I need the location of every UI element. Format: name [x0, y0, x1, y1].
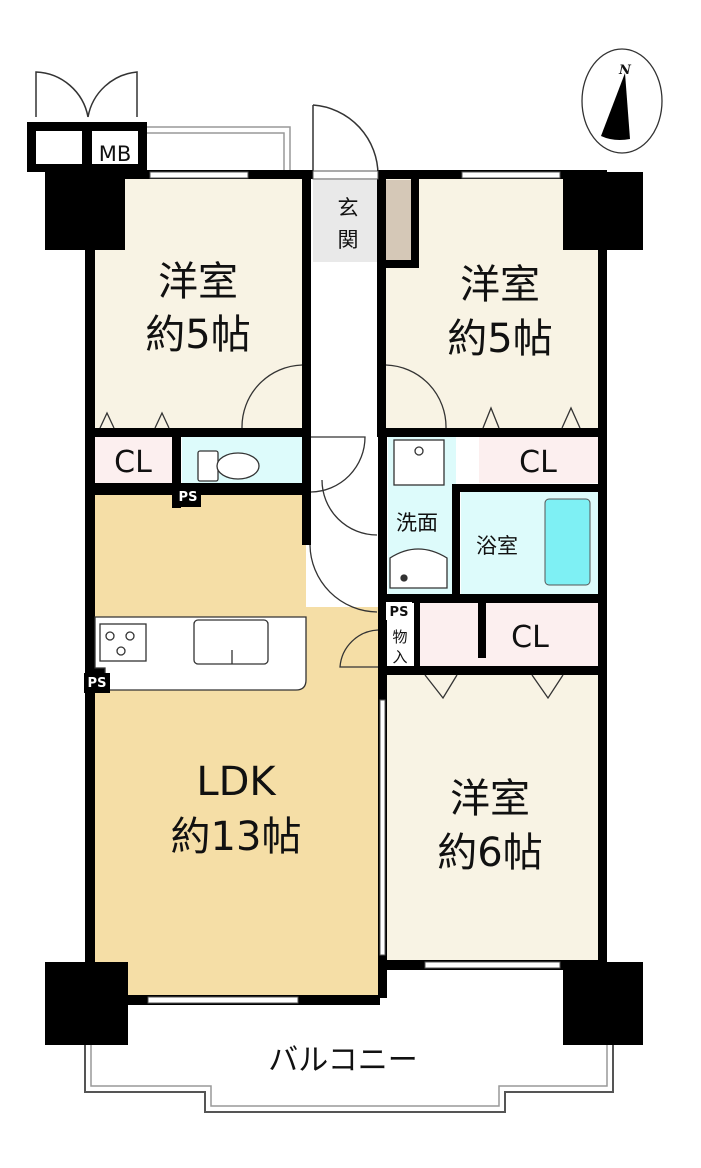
room-ldk-name: LDK: [196, 759, 277, 805]
stove-icon: [99, 623, 147, 662]
room-western-nw-fill: [93, 177, 303, 429]
ps-storage-label: PS: [390, 605, 409, 620]
room-western-se-name: 洋室: [450, 776, 530, 822]
kitchen-counter: [94, 616, 307, 691]
room-ldk-size: 約13帖: [171, 814, 302, 860]
toilet-icon: [197, 450, 260, 482]
closet-w-label: CL: [114, 445, 152, 480]
closet-s-label: CL: [511, 620, 549, 655]
mb-label: MB: [99, 142, 132, 166]
room-western-nw-size: 約5帖: [145, 312, 250, 358]
washbasin-icon: [389, 548, 448, 589]
compass-icon: N: [581, 48, 663, 154]
balcony-label: バルコニー: [268, 1043, 417, 1078]
sink-icon: [193, 619, 269, 665]
storage-label-1: 物: [392, 628, 407, 646]
room-western-se-fill: [385, 675, 599, 965]
entrance-label-2: 関: [338, 228, 359, 252]
ps-toilet-label: PS: [179, 490, 198, 505]
balcony-outline: [84, 1000, 614, 1113]
room-western-se-size: 約6帖: [437, 830, 542, 876]
ps-kitchen-label: PS: [88, 676, 107, 691]
meter-box: MB: [27, 71, 291, 177]
storage-label-2: 入: [392, 648, 407, 666]
entrance-label-1: 玄: [338, 196, 359, 220]
room-western-nw-name: 洋室: [158, 259, 238, 305]
room-western-ne-name: 洋室: [460, 262, 540, 308]
closet-e-label: CL: [519, 445, 557, 480]
compass-north-label: N: [618, 63, 632, 78]
washroom-label: 洗面: [396, 511, 438, 535]
entrance-floor: [313, 180, 383, 262]
bathtub: [544, 498, 591, 586]
bathroom-label: 浴室: [476, 534, 518, 558]
room-western-ne-size: 約5帖: [447, 316, 552, 362]
shoe-box: [383, 180, 411, 262]
shower-icon: [393, 439, 445, 486]
entrance-door[interactable]: [312, 104, 379, 176]
